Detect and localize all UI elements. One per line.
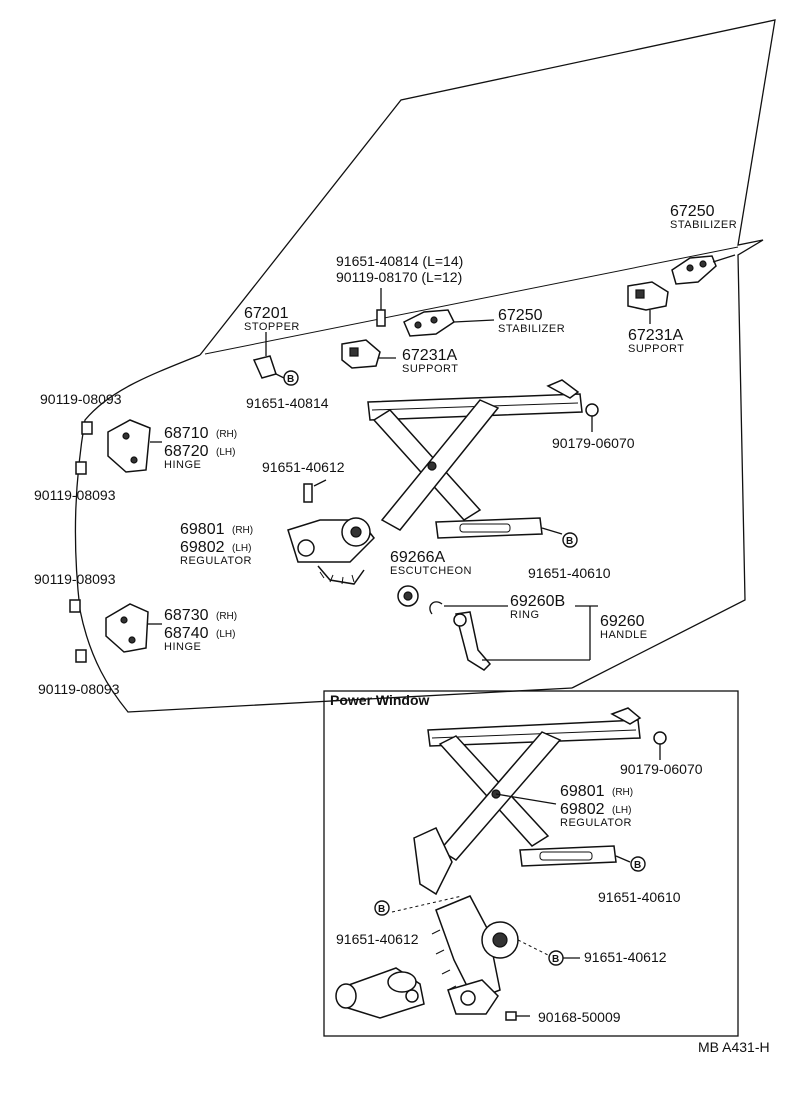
- bracket-part: [435, 517, 578, 548]
- ring-part: [429, 601, 508, 615]
- label-stabilizer-top: STABILIZER: [670, 219, 737, 231]
- door-panel-outline: [74, 19, 776, 713]
- label-pw-91651-40612-right: 91651-40612: [584, 949, 667, 965]
- label-91651-40814-l14: 91651-40814 (L=14): [336, 253, 463, 269]
- label-power-window: Power Window: [330, 692, 430, 708]
- label-pw-regulator: REGULATOR: [560, 817, 632, 829]
- label-67231a-right: 67231A: [628, 327, 683, 344]
- label-rh-2: (RH): [216, 611, 237, 622]
- label-90119-08170-l12: 90119-08170 (L=12): [336, 269, 462, 285]
- handle-part: [453, 605, 598, 671]
- b-mark-pw-bracket: B: [634, 860, 641, 871]
- label-pw-90179-06070: 90179-06070: [620, 761, 703, 777]
- stabilizer-67250-right-part: [671, 254, 736, 285]
- hinge-upper-part: [75, 419, 162, 475]
- label-91651-40814: 91651-40814: [246, 395, 329, 411]
- label-69260: 69260: [600, 613, 645, 630]
- stopper-67201-part: [252, 332, 299, 386]
- power-window-inset-frame: [323, 690, 739, 1037]
- label-67201: 67201: [244, 305, 289, 322]
- label-lh-1: (LH): [216, 447, 235, 458]
- label-support-right: SUPPORT: [628, 343, 684, 355]
- label-regulator: REGULATOR: [180, 555, 252, 567]
- label-hinge-1: HINGE: [164, 459, 201, 471]
- footer-code: MB A431-H: [698, 1039, 770, 1055]
- b-mark-pw-left: B: [378, 904, 385, 915]
- label-pw-90168-50009: 90168-50009: [538, 1009, 621, 1025]
- escutcheon-part: [397, 585, 419, 607]
- label-68740: 68740: [164, 625, 209, 642]
- label-90119-08093-c: 90119-08093: [34, 571, 116, 587]
- manual-regulator-part: [287, 379, 583, 585]
- label-hinge-2: HINGE: [164, 641, 201, 653]
- label-91651-40610: 91651-40610: [528, 565, 611, 581]
- label-pw-91651-40610: 91651-40610: [598, 889, 681, 905]
- support-67231a-right-part: [627, 281, 669, 324]
- label-69802: 69802: [180, 539, 225, 556]
- label-69266a: 69266A: [390, 549, 445, 566]
- label-lh-2: (LH): [216, 629, 235, 640]
- label-ring: RING: [510, 609, 540, 621]
- power-window-regulator-part: [374, 707, 667, 1021]
- label-rh-3: (RH): [232, 525, 253, 536]
- label-lh-4: (LH): [612, 805, 631, 816]
- label-rh-1: (RH): [216, 429, 237, 440]
- label-stopper: STOPPER: [244, 321, 300, 333]
- stabilizer-67250-mid-part: [403, 309, 495, 337]
- label-pw-69801: 69801: [560, 783, 605, 800]
- support-67231a-mid-part: [341, 339, 396, 369]
- label-90179-06070: 90179-06070: [552, 435, 635, 451]
- label-handle: HANDLE: [600, 629, 648, 641]
- label-pw-91651-40612-left: 91651-40612: [336, 931, 419, 947]
- hinge-lower-part: [69, 599, 162, 663]
- label-lh-3: (LH): [232, 543, 251, 554]
- label-support-mid: SUPPORT: [402, 363, 458, 375]
- labels-group: 91651-40814 (L=14) 90119-08170 (L=12) 67…: [34, 203, 770, 1055]
- b-mark-bracket: B: [566, 536, 573, 547]
- label-90119-08093-b: 90119-08093: [34, 487, 116, 503]
- nut-90179-06070-part: [585, 403, 599, 432]
- label-91651-40612: 91651-40612: [262, 459, 345, 475]
- label-pw-69802: 69802: [560, 801, 605, 818]
- label-67250-mid: 67250: [498, 307, 543, 324]
- label-rh-4: (RH): [612, 787, 633, 798]
- label-69801: 69801: [180, 521, 225, 538]
- label-stabilizer-mid: STABILIZER: [498, 323, 565, 335]
- label-67231a-mid: 67231A: [402, 347, 457, 364]
- label-escutcheon: ESCUTCHEON: [390, 565, 472, 577]
- label-68730: 68730: [164, 607, 209, 624]
- b-mark-stopper: B: [287, 374, 294, 385]
- label-68710: 68710: [164, 425, 209, 442]
- power-window-motor-part: [335, 967, 425, 1019]
- b-mark-pw-right: B: [552, 954, 559, 965]
- bolt-91651-40814-part: [376, 288, 386, 327]
- label-90119-08093-d: 90119-08093: [38, 681, 120, 697]
- label-67250-top: 67250: [670, 203, 715, 220]
- label-69260b: 69260B: [510, 593, 565, 610]
- label-68720: 68720: [164, 443, 209, 460]
- label-90119-08093-a: 90119-08093: [40, 391, 122, 407]
